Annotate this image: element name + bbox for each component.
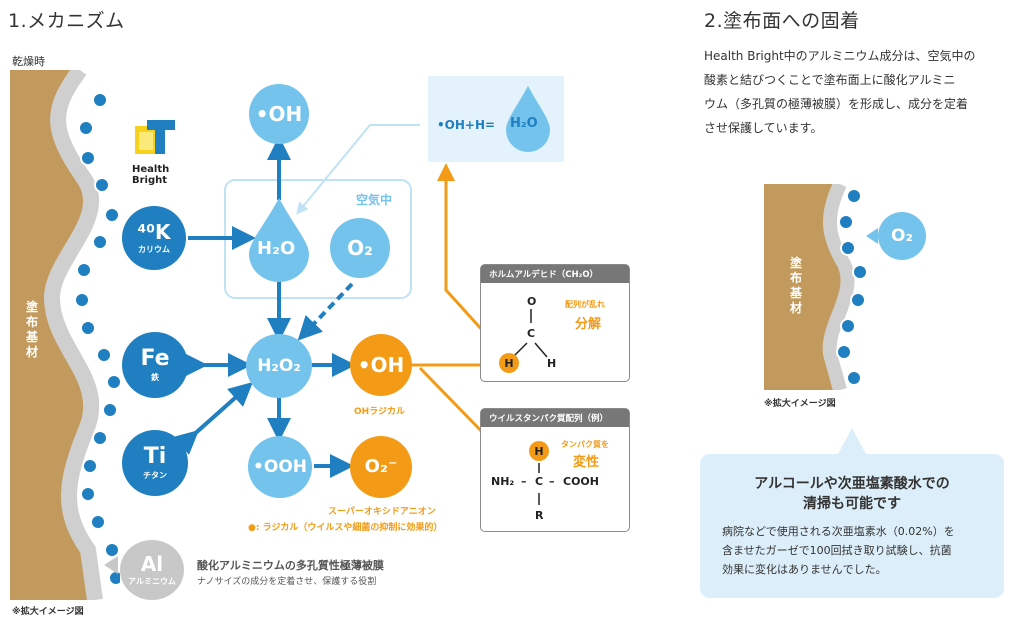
virus-bond-left: – bbox=[521, 475, 527, 488]
virus-r: R bbox=[535, 509, 544, 522]
section2-title: 2.塗布面への固着 bbox=[704, 10, 860, 32]
note-body-2: 含ませたガーゼで100回拭き取り試験し、抗菌 bbox=[722, 544, 952, 557]
virus-box: ウイルスタンパク質配列（例） H NH₂ – C – COOH R タンパク質を… bbox=[480, 408, 630, 532]
dry-label: 乾燥時 bbox=[12, 55, 45, 68]
virus-bond-right: – bbox=[549, 475, 555, 488]
virus-note-small: タンパク質を bbox=[561, 440, 609, 449]
virus-note-big: 変性 bbox=[573, 455, 600, 470]
virus-cooh: COOH bbox=[563, 475, 599, 488]
virus-bonds bbox=[538, 463, 540, 505]
atom-o: O bbox=[527, 295, 537, 308]
al-desc-sub: ナノサイズの成分を定着させ、保護する役割 bbox=[197, 577, 377, 587]
section1-footnote: ※拡大イメージ図 bbox=[12, 607, 84, 617]
virus-c: C bbox=[535, 475, 544, 488]
section2-o2-node: O₂ bbox=[878, 212, 926, 260]
o2-node: O₂ bbox=[330, 218, 390, 278]
section1-title: 1.メカニズム bbox=[8, 10, 125, 32]
note-body-1: 病院などで使用される次亜塩素水（0.02%）を bbox=[722, 525, 955, 538]
oh-radical-node: •OH bbox=[350, 334, 412, 396]
atom-h2: H bbox=[547, 357, 557, 370]
h2o2-node: H₂O₂ bbox=[246, 334, 312, 398]
h2o-label: H₂O bbox=[257, 238, 296, 259]
equation-right: H₂O bbox=[510, 116, 538, 131]
equation-droplet bbox=[504, 84, 552, 154]
virus-header: ウイルスタンパク質配列（例） bbox=[481, 409, 629, 427]
o2-pointer bbox=[866, 228, 878, 244]
aluminum-node: Al アルミニウム bbox=[120, 540, 184, 600]
h2o-droplet bbox=[246, 196, 312, 282]
al-desc-title: 酸化アルミニウムの多孔質性極薄被膜 bbox=[197, 559, 384, 572]
substrate-label: 塗布基材 bbox=[26, 300, 39, 359]
health-bright-logo bbox=[133, 118, 177, 162]
potassium-node: ⁴⁰K カリウム bbox=[122, 206, 186, 270]
superoxide-label: スーパーオキシドアニオン bbox=[328, 507, 436, 517]
section2-paragraph: Health Bright中のアルミニウム成分は、空気中の 酸素と結びつくことで… bbox=[704, 49, 976, 135]
formaldehyde-header: ホルムアルデヒド（CH₂O） bbox=[481, 265, 629, 283]
equation-left: •OH+H= bbox=[437, 118, 496, 132]
oh-radical-label: OHラジカル bbox=[354, 407, 406, 417]
atom-h1: H bbox=[499, 353, 519, 373]
atom-c: C bbox=[527, 327, 536, 340]
al-pointer bbox=[104, 556, 118, 574]
formaldehyde-note-big: 分解 bbox=[575, 317, 602, 332]
note-body-3: 効果に変化はありませんでした。 bbox=[722, 563, 887, 576]
titanium-node: Ti チタン bbox=[122, 430, 188, 496]
ooh-node: •OOH bbox=[248, 436, 312, 498]
air-label: 空気中 bbox=[356, 193, 393, 207]
note-pointer bbox=[838, 428, 866, 454]
iron-node: Fe 鉄 bbox=[122, 332, 188, 398]
radical-note: ●: ラジカル（ウイルスや細菌の抑制に効果的） bbox=[248, 523, 443, 533]
section2-footnote: ※拡大イメージ図 bbox=[764, 399, 836, 409]
cleaning-note: アルコールや次亜塩素酸水での 清掃も可能です 病院などで使用される次亜塩素水（0… bbox=[700, 454, 1004, 598]
virus-atom-h: H bbox=[529, 441, 549, 461]
note-title-1: アルコールや次亜塩素酸水での bbox=[754, 476, 950, 492]
formaldehyde-note-small: 配列が乱れ bbox=[565, 300, 605, 309]
note-title-2: 清掃も可能です bbox=[803, 496, 901, 512]
coating-illustration bbox=[764, 184, 868, 390]
oh-top-node: •OH bbox=[249, 84, 309, 144]
substrate-illustration bbox=[10, 70, 120, 600]
superoxide-node: O₂⁻ bbox=[350, 436, 412, 498]
virus-nh2: NH₂ bbox=[491, 475, 515, 488]
section2-substrate-label: 塗布基材 bbox=[790, 256, 803, 315]
formaldehyde-box: ホルムアルデヒド（CH₂O） O C H H 配列が乱れ 分解 bbox=[480, 264, 630, 382]
